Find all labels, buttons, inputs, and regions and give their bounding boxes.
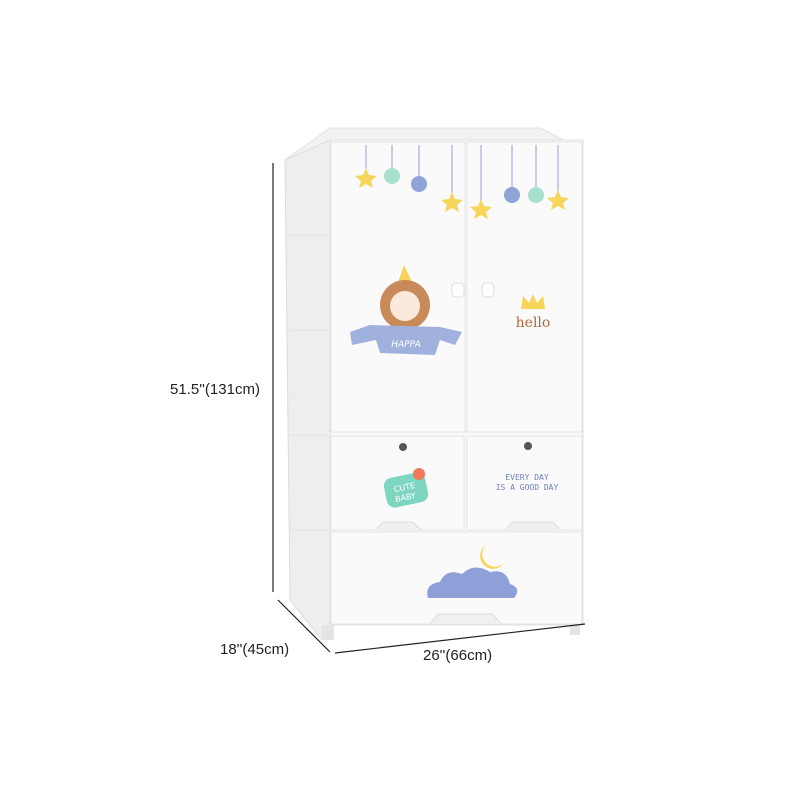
- motto-line-1: EVERY DAY: [505, 473, 549, 482]
- foot: [322, 625, 334, 640]
- dimension-lines: [272, 163, 586, 654]
- door-knob-right: [481, 282, 495, 298]
- motto-line-2: IS A GOOD DAY: [496, 483, 559, 492]
- height-label: 51.5''(131cm): [170, 381, 260, 398]
- cabinet-side: [284, 139, 331, 641]
- star-icon: [355, 168, 569, 219]
- baby-text: BABY: [394, 491, 416, 504]
- depth-label: 18''(45cm): [220, 641, 290, 658]
- banner-text: HAPPA: [391, 340, 421, 350]
- cute-baby-decal: [383, 472, 429, 508]
- foot: [570, 625, 580, 635]
- heart-icon: [413, 468, 425, 480]
- drawer-right: [466, 435, 583, 531]
- hello-text: hello: [516, 315, 551, 331]
- lock-icon: [399, 443, 407, 451]
- lock-icon: [524, 442, 532, 450]
- width-label: 26''(66cm): [423, 647, 493, 664]
- cloud-decal: [427, 567, 518, 598]
- crown-icon: [521, 294, 545, 309]
- cute-text: CUTE: [393, 481, 416, 494]
- banner-decal: [350, 325, 462, 355]
- door-knob-left: [451, 282, 465, 298]
